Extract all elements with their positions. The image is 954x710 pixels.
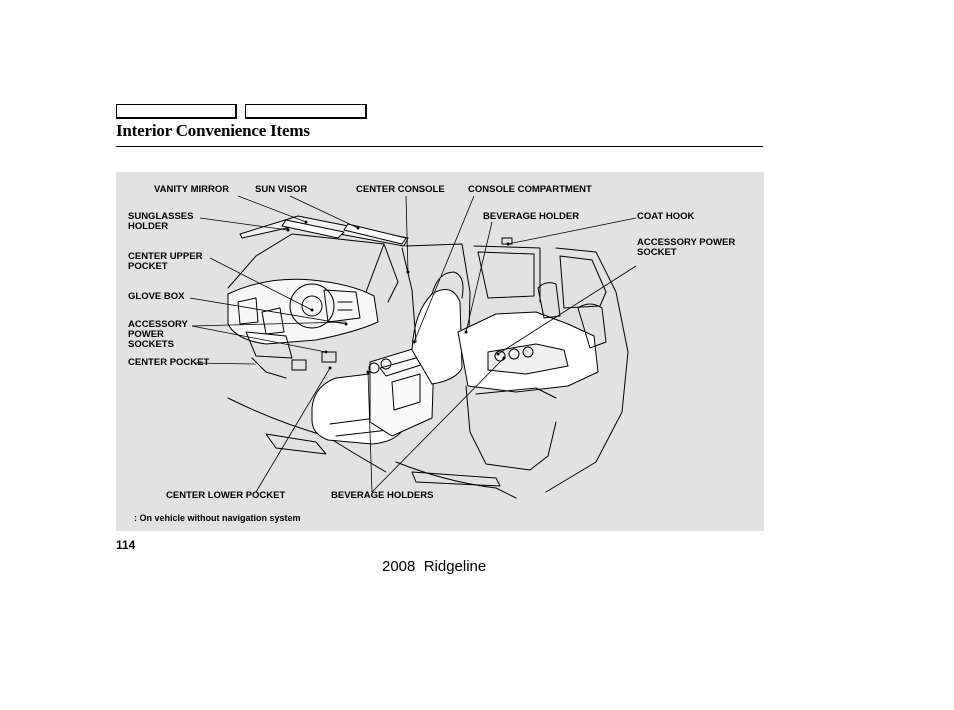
label-beverage-holders: BEVERAGE HOLDERS	[331, 490, 434, 501]
nav-tab-2[interactable]	[245, 104, 367, 119]
label-accessory-power-sockets: ACCESSORY POWER SOCKETS	[128, 319, 188, 350]
page-number: 114	[116, 538, 136, 552]
interior-diagram: VANITY MIRROR SUN VISOR CENTER CONSOLE C…	[116, 172, 764, 531]
label-accessory-power-socket: ACCESSORY POWER SOCKET	[637, 237, 736, 258]
page-title: Interior Convenience Items	[116, 121, 310, 140]
label-center-pocket: CENTER POCKET	[128, 357, 210, 368]
footer-model-year: 2008 Ridgeline	[382, 558, 487, 575]
footnote: : On vehicle without navigation system	[134, 513, 301, 523]
title-divider	[116, 146, 763, 147]
label-coat-hook: COAT HOOK	[637, 211, 695, 222]
nav-tab-1[interactable]	[116, 104, 237, 119]
vehicle-interior-illustration	[189, 195, 637, 499]
label-vanity-mirror: VANITY MIRROR	[154, 184, 230, 195]
label-sunglasses-holder: SUNGLASSES HOLDER	[128, 211, 194, 232]
label-console-compartment: CONSOLE COMPARTMENT	[468, 184, 592, 195]
label-center-lower-pocket: CENTER LOWER POCKET	[166, 490, 286, 501]
label-sun-visor: SUN VISOR	[255, 184, 308, 195]
label-glove-box: GLOVE BOX	[128, 291, 185, 302]
label-center-console: CENTER CONSOLE	[356, 184, 445, 195]
label-center-upper-pocket: CENTER UPPER POCKET	[128, 251, 203, 272]
label-beverage-holder: BEVERAGE HOLDER	[483, 211, 580, 222]
